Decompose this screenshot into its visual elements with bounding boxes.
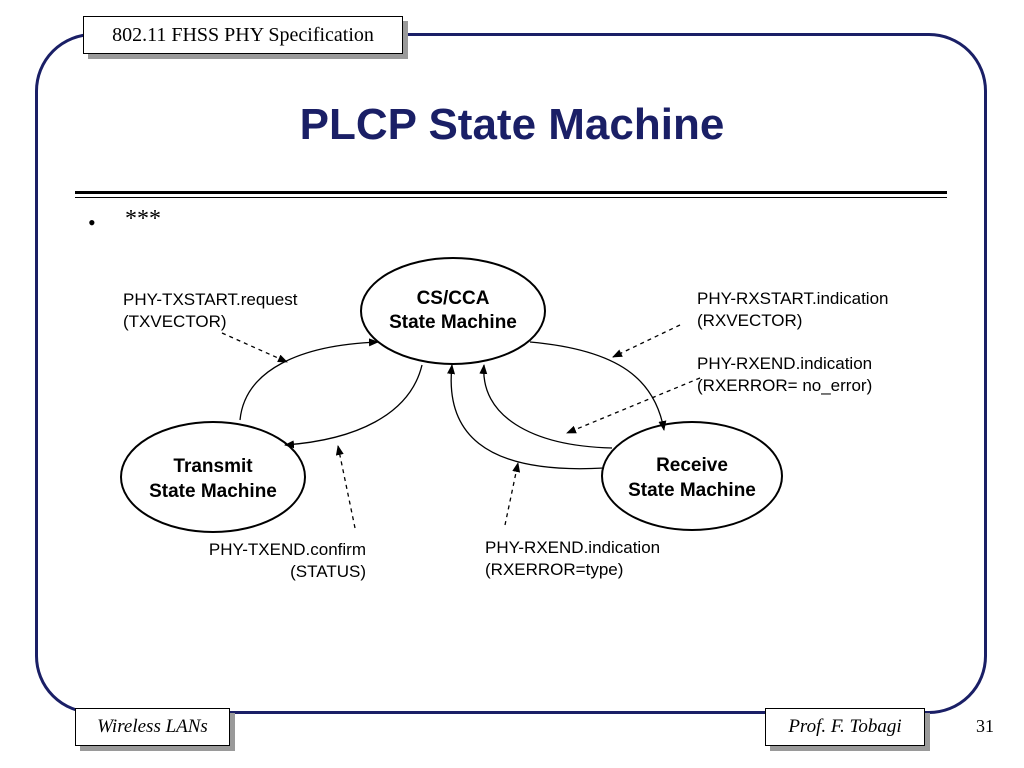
transition-receive-to-cca-error xyxy=(447,364,605,470)
txstart-label-line1: PHY-TXSTART.request xyxy=(123,290,298,309)
cca-state-node: CS/CCA State Machine xyxy=(360,257,546,365)
header-label: 802.11 FHSS PHY Specification xyxy=(112,23,374,46)
footer-author-label: Prof. F. Tobagi xyxy=(788,716,902,737)
rxend-ok-label-line1: PHY-RXEND.indication xyxy=(697,354,872,373)
footer-author-box: Prof. F. Tobagi xyxy=(765,708,925,746)
slide-frame xyxy=(35,33,987,714)
txstart-label-line2: (TXVECTOR) xyxy=(123,312,227,331)
cca-node-line1: CS/CCA xyxy=(417,288,490,309)
rxend-err-annotation-arrow xyxy=(504,462,521,526)
transition-cca-to-transmit xyxy=(284,364,423,449)
bullet-icon: • xyxy=(88,210,96,235)
receive-state-node: Receive State Machine xyxy=(601,421,783,531)
rxend-ok-label: PHY-RXEND.indication (RXERROR= no_error) xyxy=(697,354,872,395)
bullet-text: *** xyxy=(125,206,161,232)
footer-course-box: Wireless LANs xyxy=(75,708,230,746)
rxend-err-label-line1: PHY-RXEND.indication xyxy=(485,538,660,557)
rxstart-label-line1: PHY-RXSTART.indication xyxy=(697,289,889,308)
txend-annotation-arrow xyxy=(335,445,356,529)
page-number: 31 xyxy=(976,716,994,736)
transition-receive-to-cca-ok xyxy=(479,364,613,449)
rxend-err-label-line2: (RXERROR=type) xyxy=(485,560,623,579)
title-rule-thin xyxy=(75,197,947,198)
rxstart-label-line2: (RXVECTOR) xyxy=(697,311,802,330)
rxstart-annotation-arrow xyxy=(612,324,681,358)
header-box: 802.11 FHSS PHY Specification xyxy=(83,16,403,54)
footer-course-label: Wireless LANs xyxy=(97,716,208,737)
txstart-annotation-arrow xyxy=(221,332,288,363)
rxend-ok-label-line2: (RXERROR= no_error) xyxy=(697,376,872,395)
txend-label: PHY-TXEND.confirm (STATUS) xyxy=(209,540,366,581)
transmit-node-line2: State Machine xyxy=(149,481,277,502)
slide-title: PLCP State Machine xyxy=(299,100,725,149)
txstart-label: PHY-TXSTART.request (TXVECTOR) xyxy=(123,290,298,331)
txend-label-line2: (STATUS) xyxy=(290,562,366,581)
transmit-node-line1: Transmit xyxy=(173,456,253,477)
rxstart-label: PHY-RXSTART.indication (RXVECTOR) xyxy=(697,289,889,330)
title-rule xyxy=(75,191,947,194)
transition-cca-to-receive xyxy=(529,341,667,431)
txend-label-line1: PHY-TXEND.confirm xyxy=(209,540,366,559)
receive-node-line1: Receive xyxy=(656,455,728,476)
rxend-err-label: PHY-RXEND.indication (RXERROR=type) xyxy=(485,538,660,579)
transmit-state-node: Transmit State Machine xyxy=(120,421,306,533)
receive-node-line2: State Machine xyxy=(628,480,756,501)
transition-transmit-to-cca xyxy=(239,338,379,421)
cca-node-line2: State Machine xyxy=(389,312,517,333)
